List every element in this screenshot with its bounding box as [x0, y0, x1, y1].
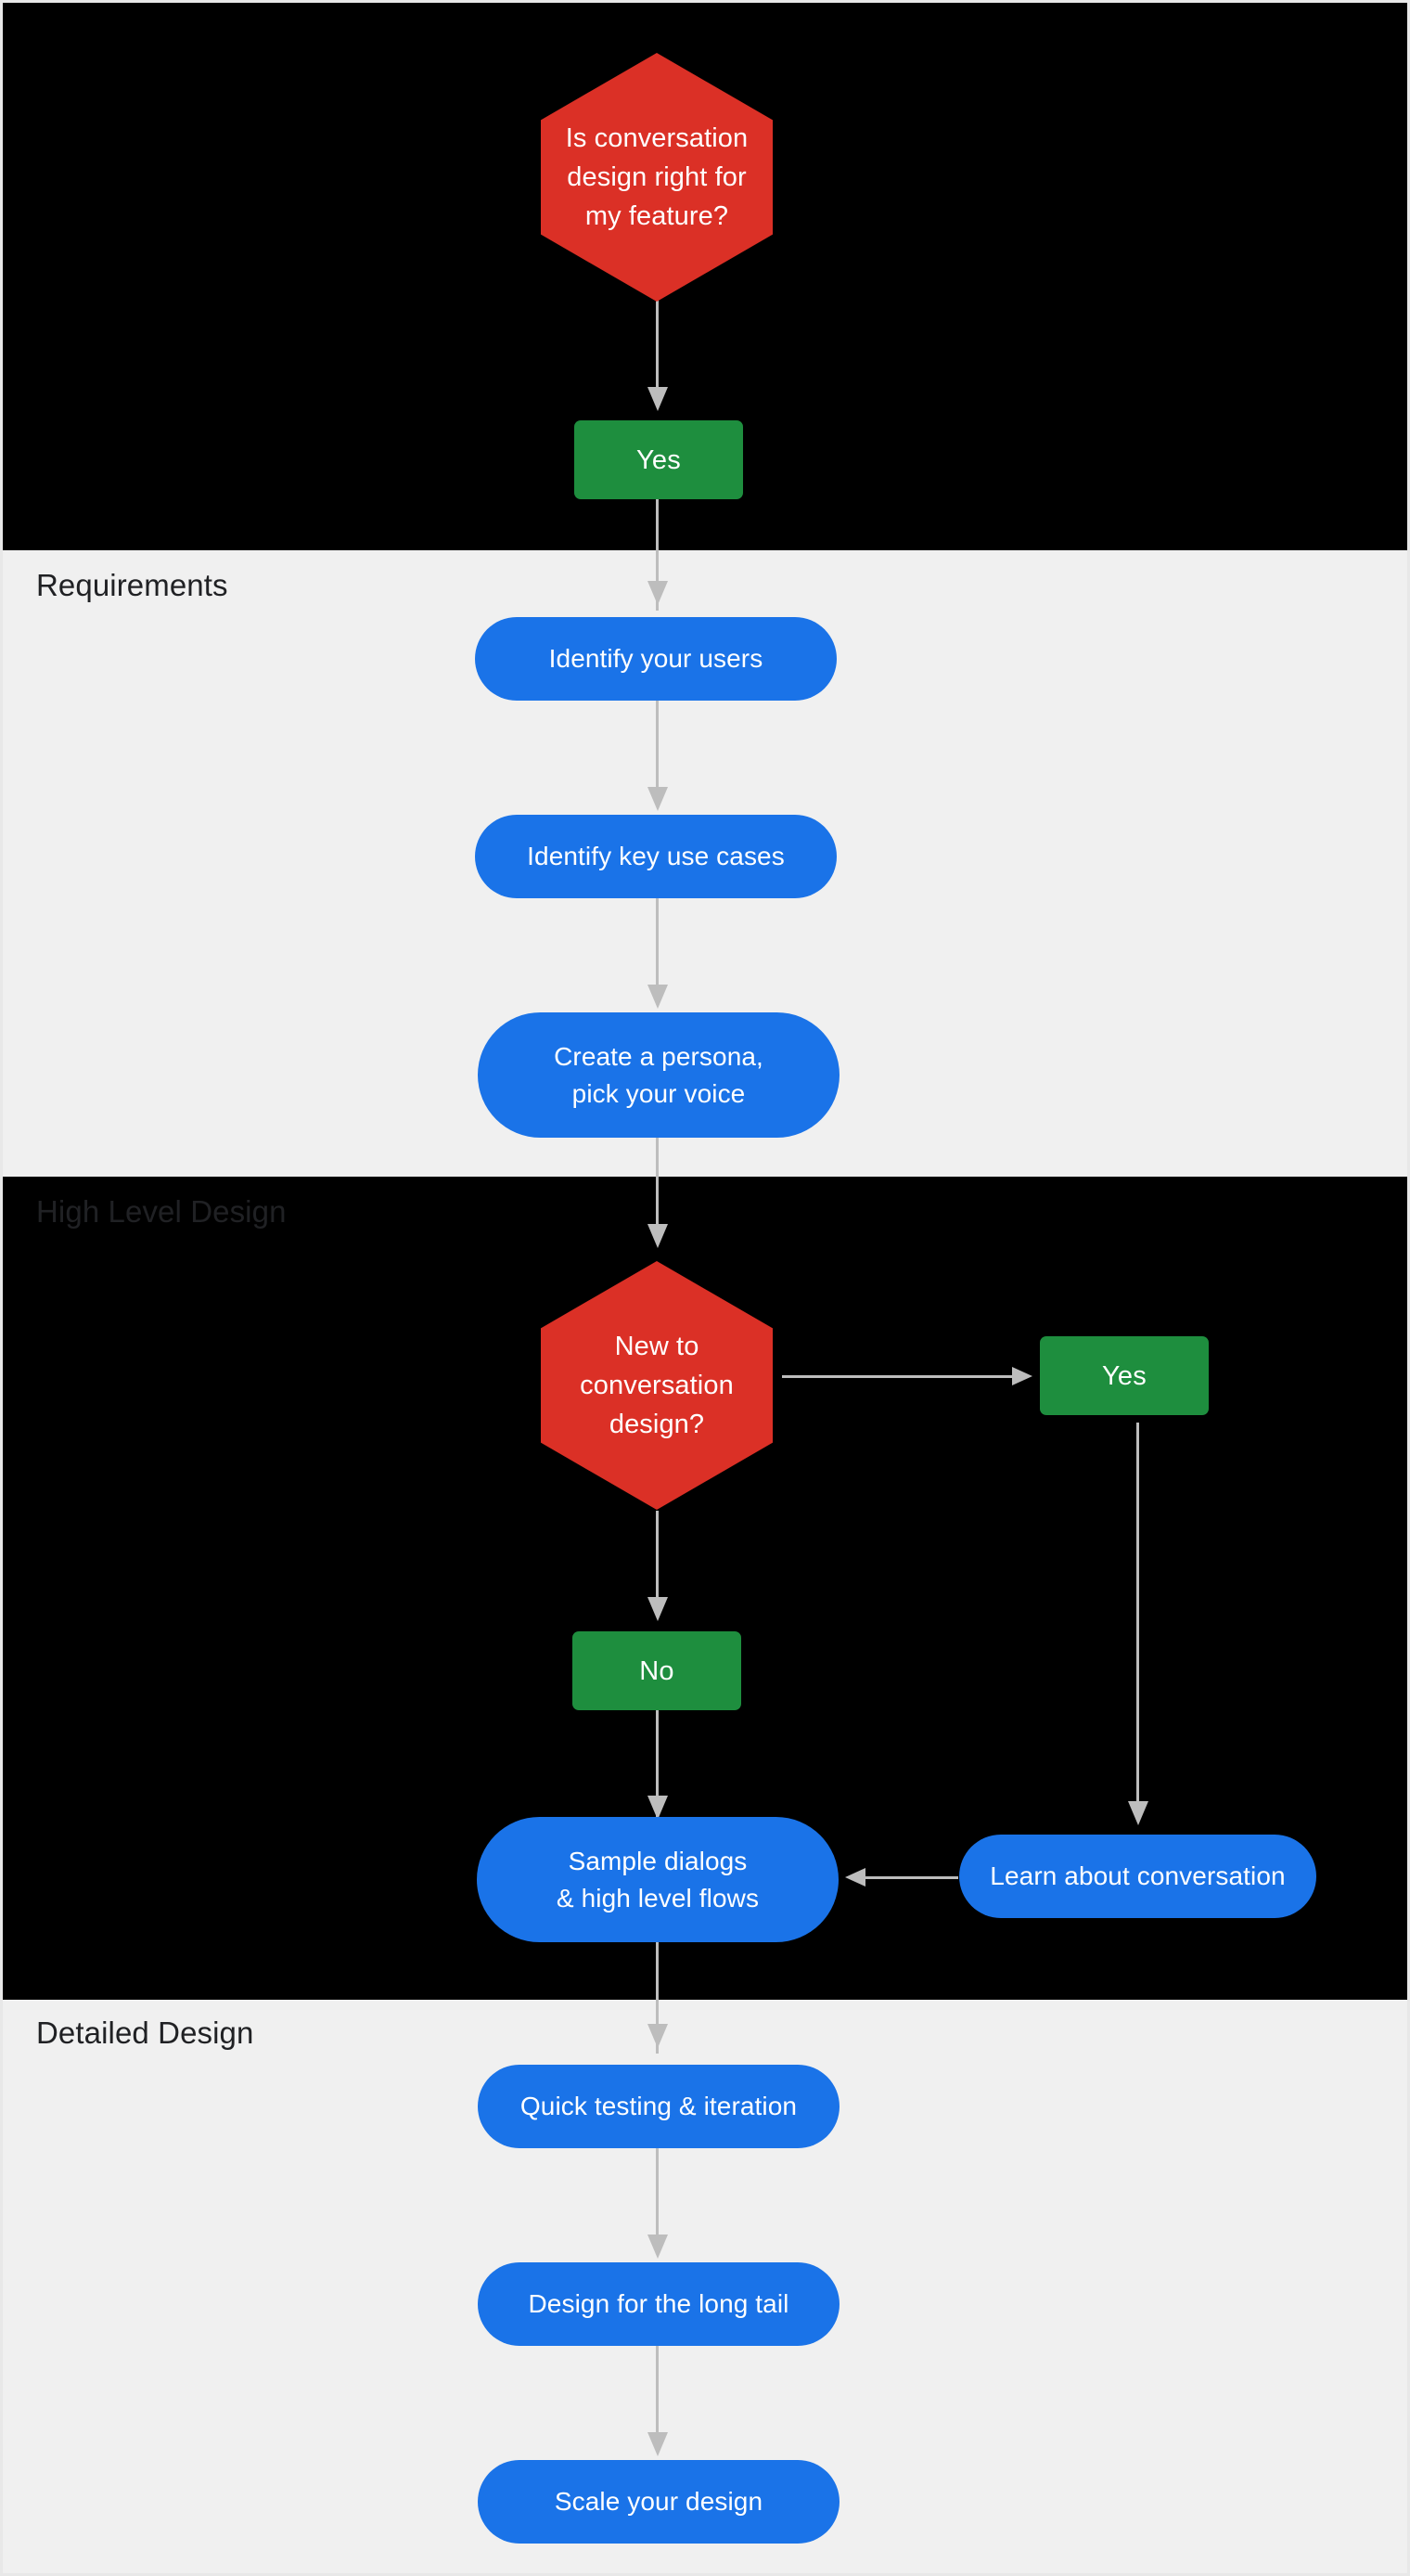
section-label-high-level-design: High Level Design: [36, 1194, 287, 1229]
answer-yes-1-label: Yes: [636, 444, 681, 475]
arrowhead-quick-testing-to-long-tail: [647, 2235, 668, 2259]
arrowhead-decision2-to-no2: [647, 1597, 668, 1621]
decision-2-line-3: design?: [609, 1410, 705, 1439]
step-create-persona-line-2: pick your voice: [571, 1078, 746, 1108]
connector-decision2-to-no2: [656, 1511, 659, 1613]
step-identify-use-cases-label: Identify key use cases: [527, 842, 785, 870]
step-node-identify-key-use-cases[interactable]: Identify key use cases: [475, 815, 837, 898]
step-node-quick-testing-iteration[interactable]: Quick testing & iteration: [478, 2065, 840, 2148]
connector-use-cases-to-persona: [656, 898, 659, 1000]
answer-node-no-2[interactable]: No: [572, 1631, 741, 1710]
decision-2-line-1: New to: [614, 1332, 699, 1361]
arrowhead-decision2-to-yes2: [1012, 1367, 1032, 1385]
step-node-sample-dialogs-high-level-flows[interactable]: Sample dialogs & high level flows: [477, 1817, 839, 1942]
section-label-requirements: Requirements: [36, 568, 228, 602]
decision-1-line-1: Is conversation: [565, 123, 749, 153]
step-node-learn-about-conversation[interactable]: Learn about conversation: [959, 1835, 1316, 1918]
step-node-create-a-persona[interactable]: Create a persona, pick your voice: [478, 1012, 840, 1138]
arrowhead-persona-to-decision2: [647, 1224, 668, 1248]
arrowhead-learn-to-sample-dialogs: [845, 1868, 865, 1887]
section-label-detailed-design: Detailed Design: [36, 2016, 254, 2050]
connector-persona-to-decision2: [656, 1138, 659, 1240]
step-learn-about-conversation-label: Learn about conversation: [990, 1861, 1286, 1890]
arrowhead-no2-to-sample-dialogs: [647, 1796, 668, 1820]
connector-sample-dialogs-to-quick-testing: [656, 1942, 659, 2054]
step-create-persona-line-1: Create a persona,: [554, 1041, 763, 1071]
arrowhead-yes2-to-learn: [1128, 1801, 1148, 1825]
connector-yes1-to-identify-users: [656, 499, 659, 611]
answer-node-yes-2[interactable]: Yes: [1040, 1336, 1209, 1415]
arrowhead-sample-dialogs-to-quick-testing: [647, 2024, 668, 2048]
step-long-tail-label: Design for the long tail: [528, 2289, 789, 2318]
step-identify-users-label: Identify your users: [548, 644, 763, 673]
arrowhead-long-tail-to-scale-design: [647, 2432, 668, 2456]
decision-2-line-2: conversation: [580, 1371, 734, 1400]
step-node-scale-your-design[interactable]: Scale your design: [478, 2460, 840, 2544]
connector-learn-to-sample-dialogs: [865, 1876, 958, 1879]
step-sample-dialogs-line-1: Sample dialogs: [568, 1846, 748, 1875]
step-node-identify-your-users[interactable]: Identify your users: [475, 617, 837, 701]
arrowhead-yes1-to-identify-users: [647, 581, 668, 605]
answer-yes-2-label: Yes: [1102, 1360, 1147, 1391]
answer-no-2-label: No: [639, 1655, 674, 1686]
step-scale-design-label: Scale your design: [554, 2487, 763, 2516]
answer-node-yes-1[interactable]: Yes: [574, 420, 743, 499]
connector-no2-to-sample-dialogs: [656, 1710, 659, 1831]
arrowhead-identify-users-to-use-cases: [647, 787, 668, 811]
step-sample-dialogs-line-2: & high level flows: [556, 1883, 760, 1913]
connector-quick-testing-to-long-tail: [656, 2148, 659, 2250]
decision-1-line-2: design right for: [567, 162, 747, 192]
arrowhead-use-cases-to-persona: [647, 985, 668, 1009]
connector-identify-users-to-use-cases: [656, 701, 659, 803]
connector-decision1-to-yes1: [656, 300, 659, 393]
step-quick-testing-label: Quick testing & iteration: [519, 2092, 798, 2120]
step-node-design-for-the-long-tail[interactable]: Design for the long tail: [478, 2262, 840, 2346]
connector-decision2-to-yes2: [782, 1375, 1014, 1378]
connector-long-tail-to-scale-design: [656, 2346, 659, 2448]
decision-1-line-3: my feature?: [584, 201, 729, 231]
connector-yes2-to-learn: [1136, 1423, 1139, 1817]
arrowhead-decision1-to-yes1: [647, 387, 668, 411]
